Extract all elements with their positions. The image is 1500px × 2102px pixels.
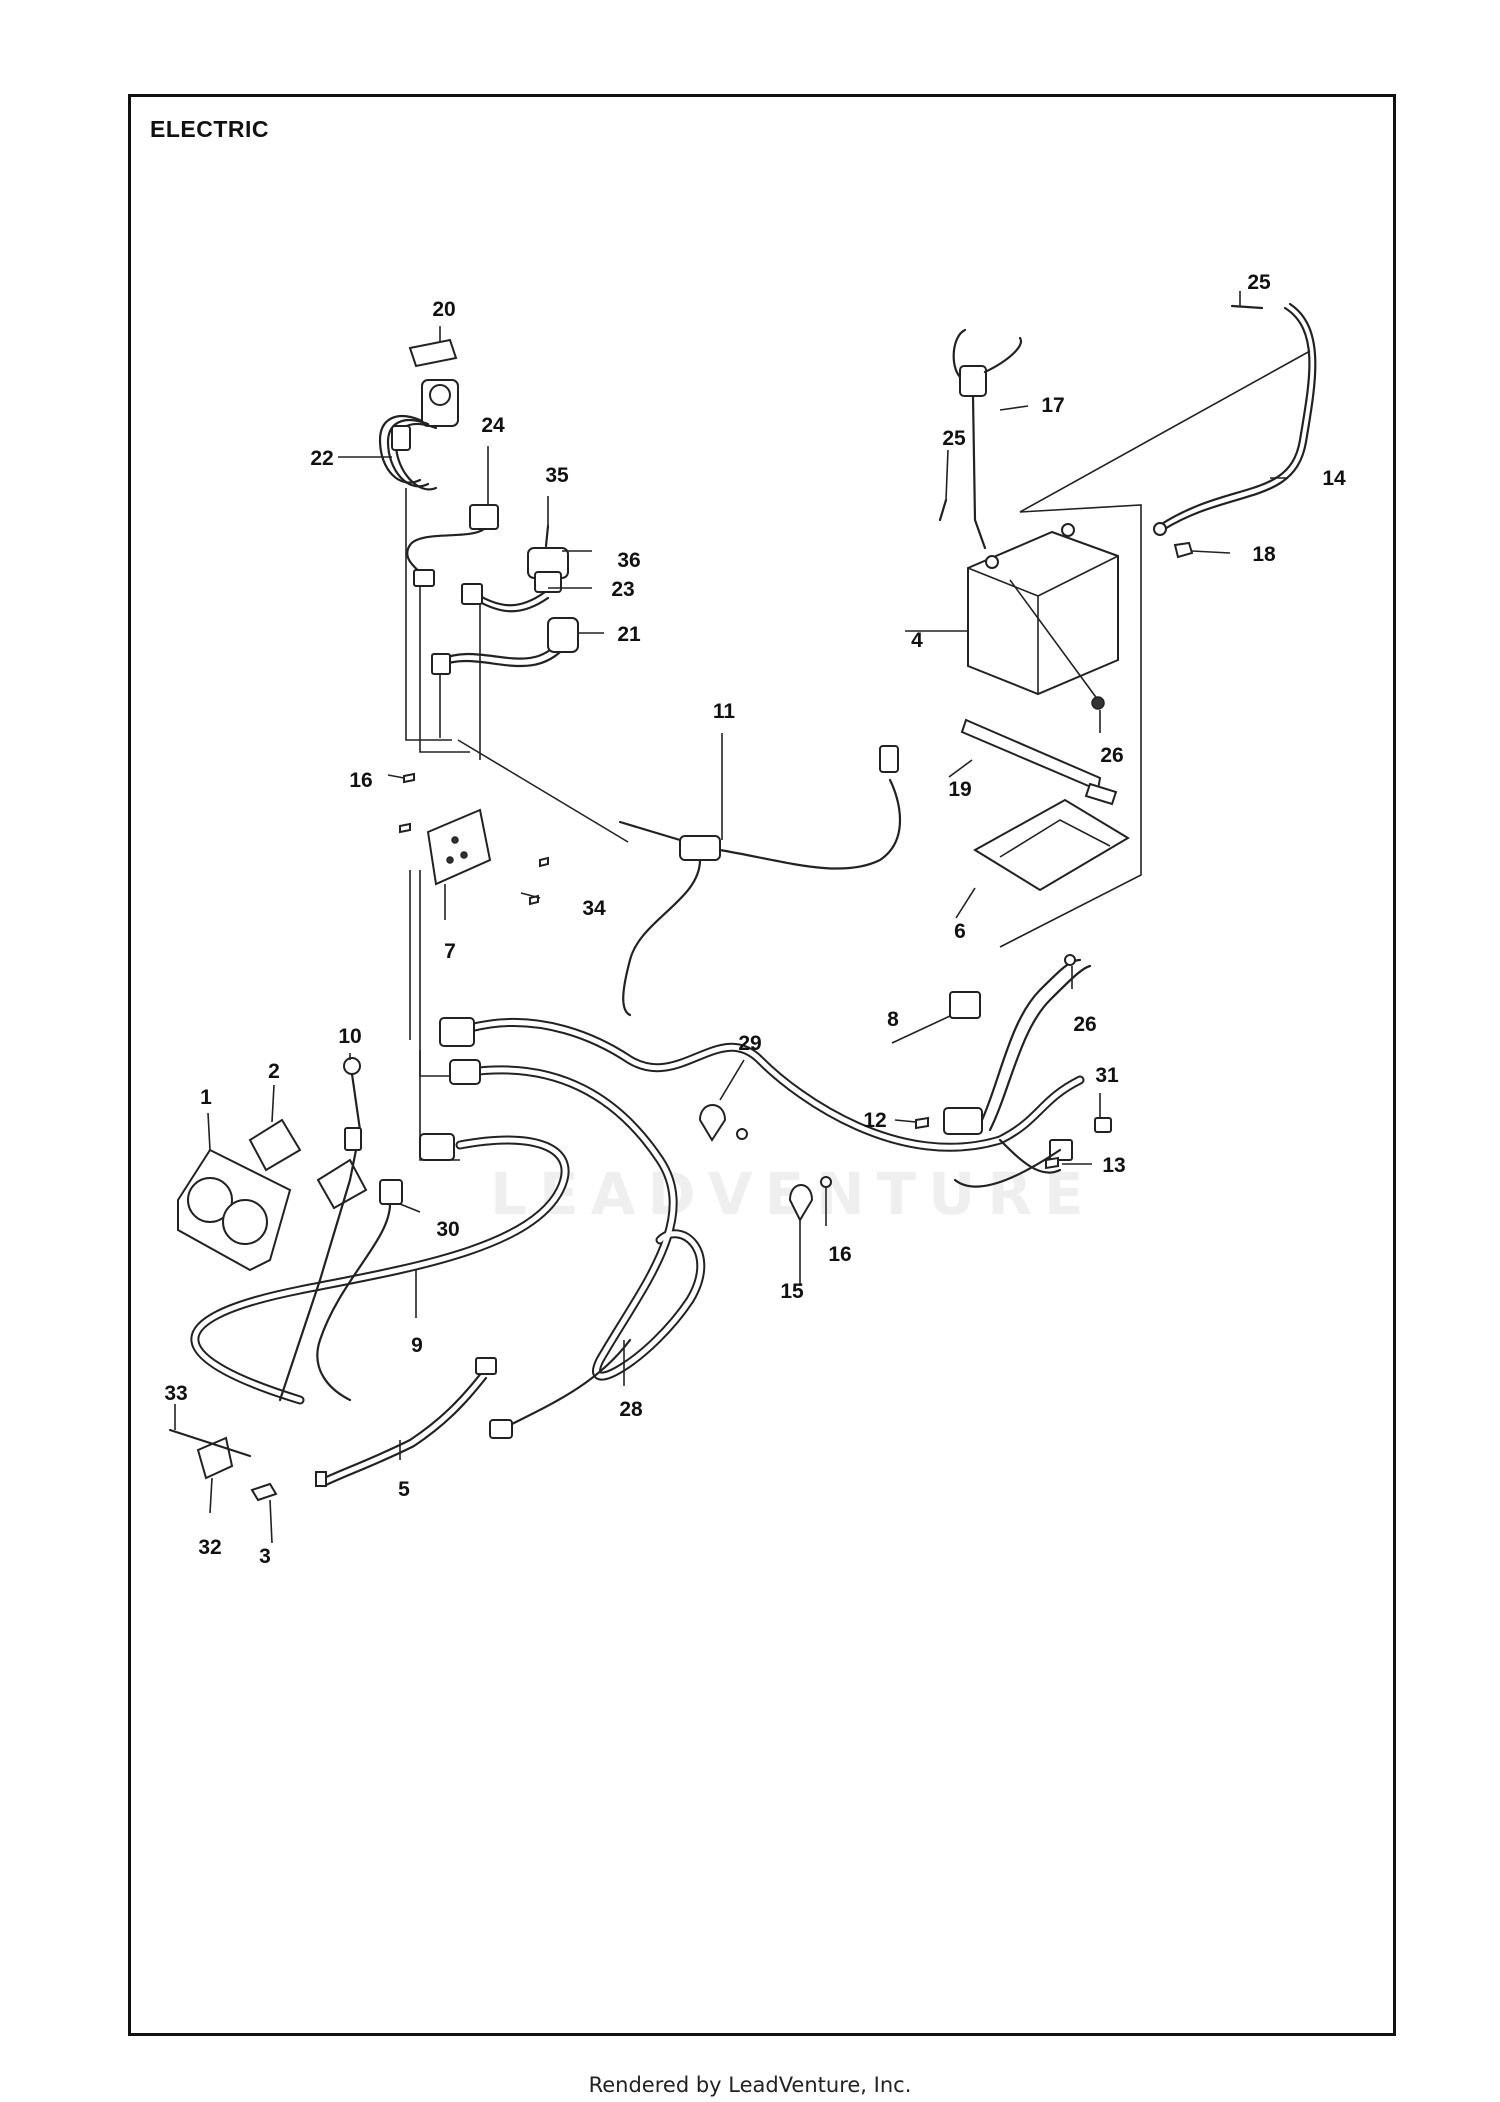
callout-leaders [174,291,1288,1544]
page-title: ELECTRIC [150,116,269,142]
callout-30: 30 [436,1218,459,1241]
callout-23: 23 [611,578,634,601]
harness-29 [409,870,1112,1188]
callout-24: 24 [481,414,505,437]
callout-13: 13 [1102,1154,1125,1177]
callout-15: 15 [780,1280,804,1303]
switch-assembly [378,338,629,843]
callout-35: 35 [545,464,569,487]
callout-28: 28 [619,1398,643,1421]
battery-assembly [938,302,1317,948]
callout-7: 7 [444,940,456,963]
module-assembly [618,745,902,1017]
callouts: 1 2 3 4 5 6 7 8 9 10 11 12 13 14 15 16 1… [164,271,1346,1568]
callout-2: 2 [268,1060,280,1083]
callout-22: 22 [310,447,333,470]
callout-26: 26 [1100,744,1123,767]
callout-31: 31 [1095,1064,1119,1087]
callout-25b: 25 [942,427,966,450]
callout-20: 20 [432,298,455,321]
callout-33: 33 [164,1382,187,1405]
callout-6: 6 [954,920,966,943]
callout-29: 29 [738,1032,761,1055]
callout-36: 36 [617,549,640,572]
diagram-frame [128,94,1396,2036]
callout-16: 16 [349,769,372,792]
callout-17: 17 [1041,394,1064,417]
callout-16b: 16 [828,1243,851,1266]
callout-3: 3 [259,1545,271,1568]
callout-32: 32 [198,1536,221,1559]
callout-19: 19 [948,778,971,801]
callout-10: 10 [338,1025,361,1048]
callout-4: 4 [911,629,923,652]
callout-5: 5 [398,1478,410,1501]
watermark: LEADVENTURE [490,1160,1096,1228]
callout-25: 25 [1247,271,1271,294]
callout-11: 11 [713,700,736,723]
harness-9 [168,870,570,1502]
control-board [399,772,549,906]
callout-8: 8 [887,1008,899,1031]
callout-18: 18 [1252,543,1276,566]
clips [698,1104,814,1286]
callout-12: 12 [863,1109,886,1132]
footer-credit: Rendered by LeadVenture, Inc. [588,2073,912,2097]
callout-21: 21 [617,623,641,646]
fasteners [736,954,1076,1188]
callout-1: 1 [200,1086,212,1109]
callout-9: 9 [411,1334,423,1357]
callout-34: 34 [582,897,606,920]
callout-14: 14 [1322,467,1346,490]
harness-28 [419,1050,706,1439]
callout-26b: 26 [1073,1013,1096,1036]
